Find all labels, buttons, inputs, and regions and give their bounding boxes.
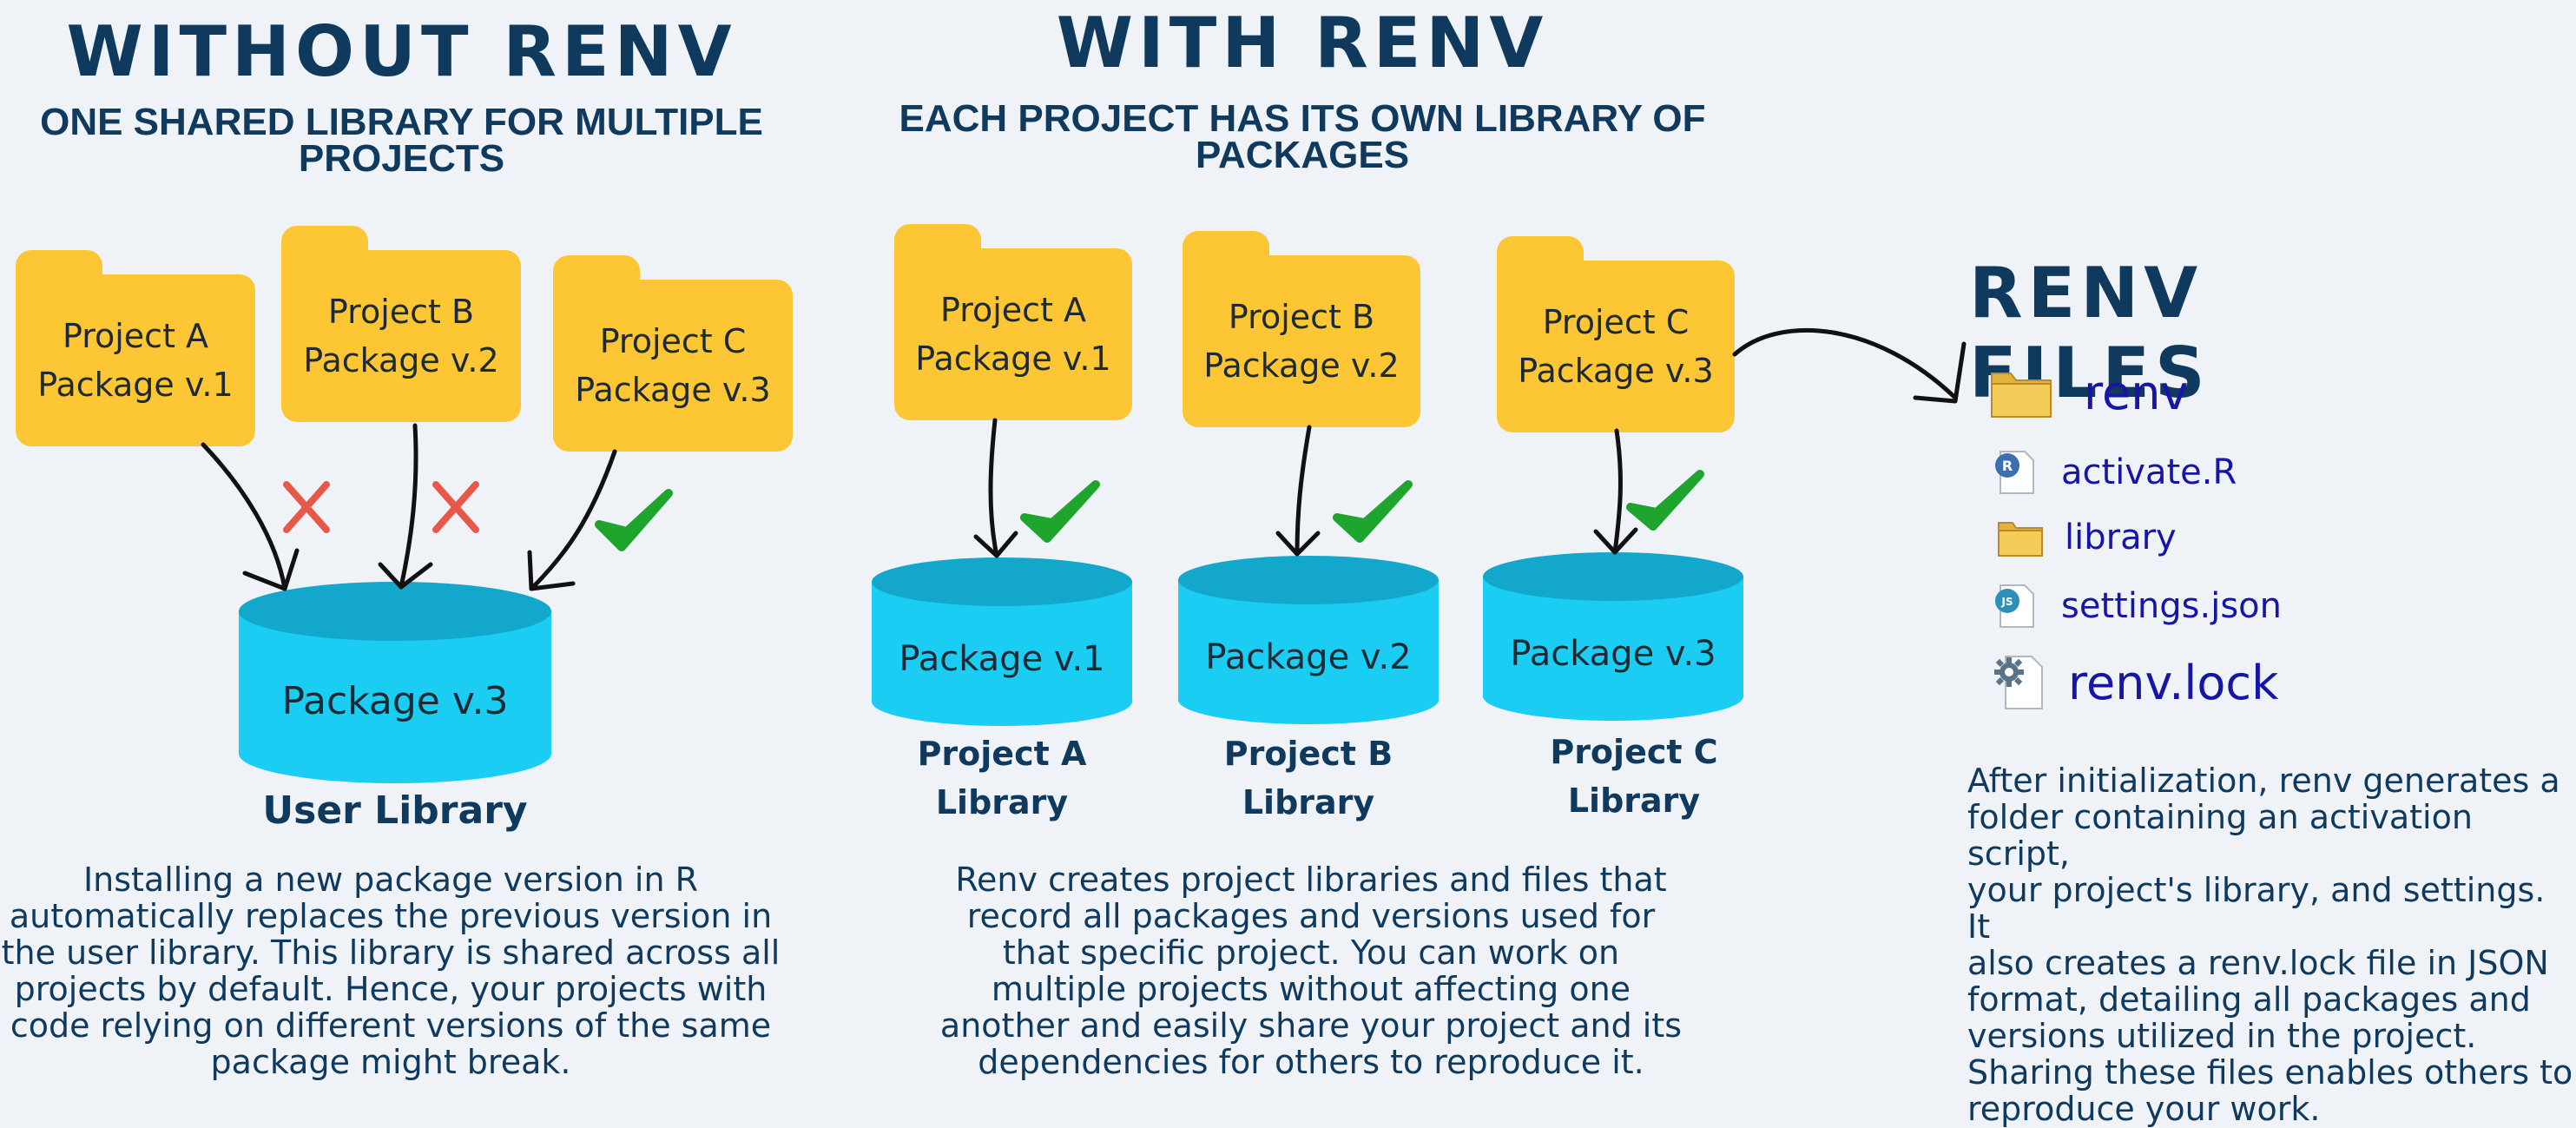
lib-line1: Project A — [917, 735, 1087, 773]
project-c-library-label: Project C Library — [1502, 728, 1766, 825]
para-line: code relying on different versions of th… — [10, 1006, 772, 1045]
with-folder-project-a: Project A Package v.1 — [894, 224, 1132, 420]
folder-line2: Package v.3 — [575, 371, 771, 409]
check-icon — [1626, 470, 1704, 531]
without-folder-project-a: Project A Package v.1 — [16, 250, 255, 446]
without-subtitle-line2: PROJECTS — [298, 137, 505, 180]
check-icon — [1020, 480, 1100, 543]
folder-line1: Project C — [1542, 303, 1690, 341]
with-renv-title: WITH RENV — [1056, 3, 1549, 83]
folder-line2: Package v.1 — [915, 340, 1111, 378]
folder-line2: Package v.2 — [1203, 346, 1400, 385]
para-line: your project's library, and settings. It — [1967, 871, 2546, 946]
with-subtitle-line1: EACH PROJECT HAS ITS OWN LIBRARY OF — [899, 97, 1706, 140]
file-renv: renv — [1988, 365, 2188, 420]
project-b-library-cylinder — [1178, 556, 1439, 724]
folder-line2: Package v.2 — [303, 341, 499, 379]
without-renv-subtitle: ONE SHARED LIBRARY FOR MULTIPLE PROJECTS — [0, 101, 803, 180]
user-library-label: User Library — [262, 788, 528, 833]
file-label: settings.json — [2061, 586, 2283, 626]
para-line: the user library. This library is shared… — [1, 933, 781, 972]
lib-line1: Project C — [1550, 733, 1718, 771]
with-arrows — [973, 418, 1704, 558]
folder-line1: Project A — [62, 317, 209, 355]
para-line: projects by default. Hence, your project… — [14, 970, 768, 1008]
user-library-cylinder — [239, 582, 551, 783]
file-label: activate.R — [2061, 452, 2237, 492]
svg-text:R: R — [2002, 458, 2013, 474]
without-description: Installing a new package version in R au… — [0, 861, 781, 1080]
gear-file-icon — [1994, 656, 2043, 709]
para-line: multiple projects without affecting one — [991, 970, 1631, 1008]
project-b-cylinder-label: Package v.2 — [1205, 637, 1412, 677]
para-line: also creates a renv.lock file in JSON — [1967, 944, 2549, 982]
without-renv-title: WITHOUT RENV — [66, 11, 737, 92]
para-line: package might break. — [210, 1043, 571, 1081]
para-line: format, detailing all packages and — [1967, 980, 2531, 1019]
file-library: library — [1997, 518, 2177, 557]
file-activate-r: R activate.R — [1992, 448, 2237, 497]
para-line: folder containing an activation script, — [1967, 798, 2473, 873]
lib-line2: Library — [1242, 783, 1375, 821]
folder-icon — [1991, 373, 2052, 418]
folder-line1: Project B — [1228, 298, 1375, 336]
para-line: reproduce your work. — [1967, 1090, 2321, 1128]
para-line: that specific project. You can work on — [1002, 933, 1620, 972]
without-folder-project-c: Project C Package v.3 — [553, 255, 793, 452]
folder-line1: Project B — [327, 293, 475, 331]
project-a-cylinder-label: Package v.1 — [899, 639, 1105, 679]
with-folder-project-c: Project C Package v.3 — [1497, 236, 1735, 432]
file-renv-lock: renv.lock — [1990, 653, 2278, 712]
lib-line1: Project B — [1223, 735, 1393, 773]
json-file-icon: JS — [1995, 584, 2034, 628]
para-line: After initialization, renv generates a — [1967, 762, 2560, 800]
folder-line1: Project A — [939, 291, 1087, 329]
with-subtitle-line2: PACKAGES — [1195, 134, 1410, 176]
para-line: record all packages and versions used fo… — [966, 897, 1656, 935]
with-description: Renv creates project libraries and files… — [868, 861, 1754, 1080]
para-line: dependencies for others to reproduce it. — [978, 1043, 1644, 1081]
para-line: another and easily share your project an… — [939, 1006, 1683, 1045]
file-label: renv — [2084, 365, 2189, 420]
folder-line2: Package v.1 — [37, 366, 234, 404]
para-line: automatically replaces the previous vers… — [9, 897, 773, 935]
project-a-library-label: Project A Library — [870, 729, 1134, 827]
folder-icon — [1998, 522, 2043, 557]
para-line: versions utilized in the project. — [1967, 1017, 2477, 1055]
check-icon — [595, 489, 673, 551]
para-line: Renv creates project libraries and files… — [955, 861, 1667, 899]
project-c-cylinder-label: Package v.3 — [1510, 634, 1716, 674]
cross-icon — [283, 481, 330, 533]
file-settings-json: JS settings.json — [1992, 582, 2282, 630]
lib-line2: Library — [1567, 782, 1701, 820]
user-library-cylinder-label: Package v.3 — [281, 679, 509, 723]
para-line: Installing a new package version in R — [82, 861, 699, 899]
file-label: library — [2065, 518, 2177, 557]
svg-text:JS: JS — [2000, 596, 2013, 608]
curved-arrow-to-files — [1732, 327, 1967, 404]
file-label: renv.lock — [2068, 655, 2279, 710]
without-arrows — [201, 423, 673, 591]
lib-line2: Library — [935, 783, 1069, 821]
with-renv-subtitle: EACH PROJECT HAS ITS OWN LIBRARY OF PACK… — [851, 97, 1754, 176]
project-c-library-cylinder — [1483, 552, 1743, 721]
check-icon — [1333, 480, 1413, 543]
without-folder-project-b: Project B Package v.2 — [281, 226, 521, 422]
folder-line2: Package v.3 — [1518, 352, 1714, 390]
project-a-library-cylinder — [872, 557, 1132, 726]
cross-icon — [432, 481, 479, 533]
folder-line1: Project C — [599, 322, 747, 360]
r-file-icon: R — [1995, 451, 2034, 494]
files-description: After initialization, renv generates a f… — [1967, 762, 2575, 1127]
with-folder-project-b: Project B Package v.2 — [1183, 231, 1420, 427]
project-b-library-label: Project B Library — [1176, 729, 1440, 827]
without-subtitle-line1: ONE SHARED LIBRARY FOR MULTIPLE — [40, 101, 763, 143]
para-line: Sharing these files enables others to — [1967, 1053, 2573, 1092]
